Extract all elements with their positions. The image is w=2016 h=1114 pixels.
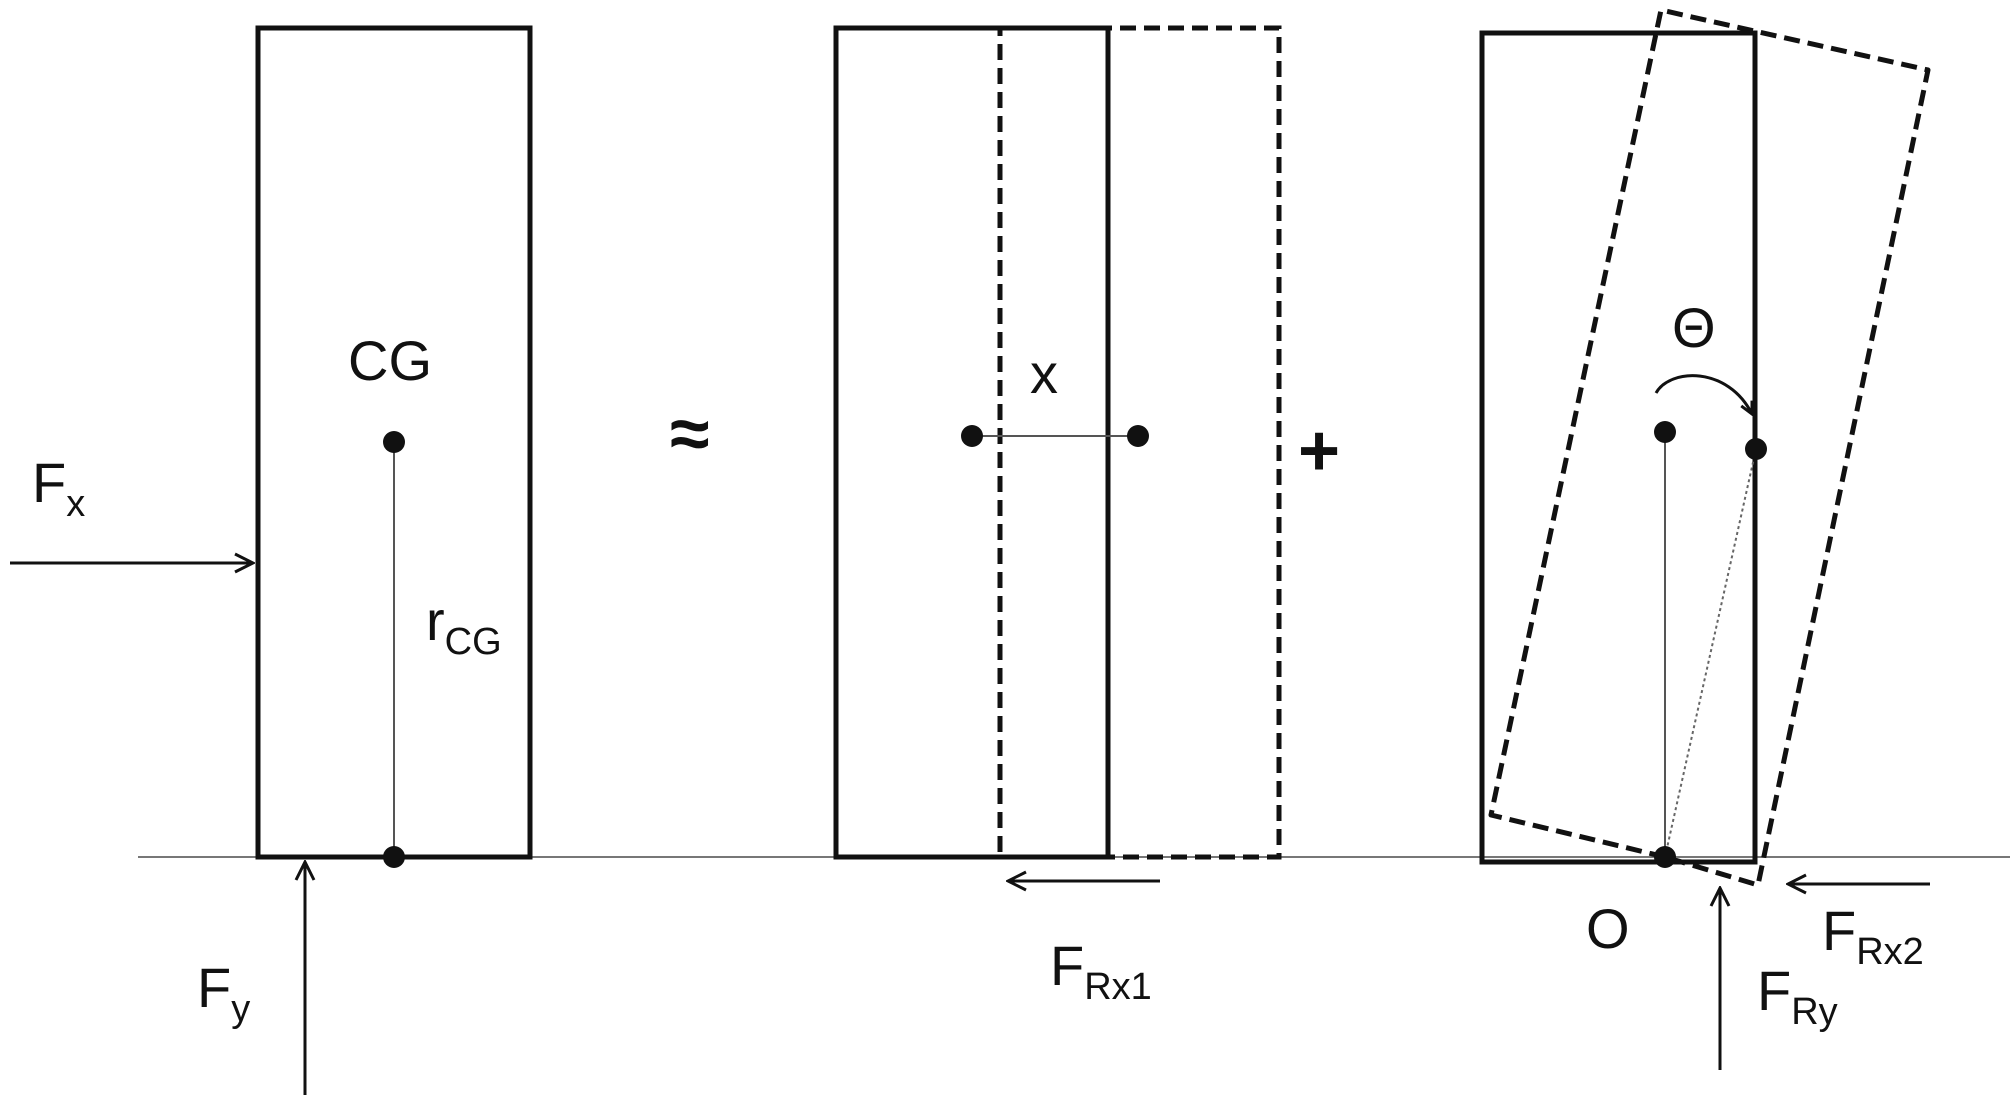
rotated-body-outline [1488, 7, 1931, 888]
panel-1-original-body: CG Fx Fy rCG [10, 25, 533, 1095]
cg-point-translated [1127, 425, 1149, 447]
fry-label: FRy [1757, 959, 1838, 1033]
fx-label: Fx [32, 451, 85, 525]
frx1-label: FRx1 [1050, 934, 1152, 1008]
panel-3-rotation: Θ O FRy FRx2 [1479, 7, 1931, 1070]
approx-operator: ≈ [670, 394, 710, 474]
cg-point-original [961, 425, 983, 447]
rcg-label: rCG [426, 589, 502, 663]
rotated-radius-line [1664, 448, 1757, 858]
cg-point [383, 431, 405, 453]
base-contact-point [383, 846, 405, 868]
theta-label: Θ [1672, 296, 1716, 359]
theta-rotation-arc [1654, 374, 1752, 414]
panel-2-translation: x FRx1 [833, 25, 1282, 1008]
x-label: x [1030, 342, 1058, 405]
origin-label: O [1586, 897, 1630, 960]
translated-body-rectangle [997, 25, 1282, 860]
original-body-rectangle [1479, 30, 1758, 865]
plus-operator: + [1298, 411, 1340, 491]
original-body-rectangle [833, 25, 1111, 860]
cg-label: CG [348, 329, 432, 392]
frx2-label: FRx2 [1822, 899, 1924, 973]
cg-point-original [1654, 421, 1676, 443]
pivot-point-o [1654, 846, 1676, 868]
fy-label: Fy [197, 956, 250, 1030]
cg-point-rotated [1745, 438, 1767, 460]
